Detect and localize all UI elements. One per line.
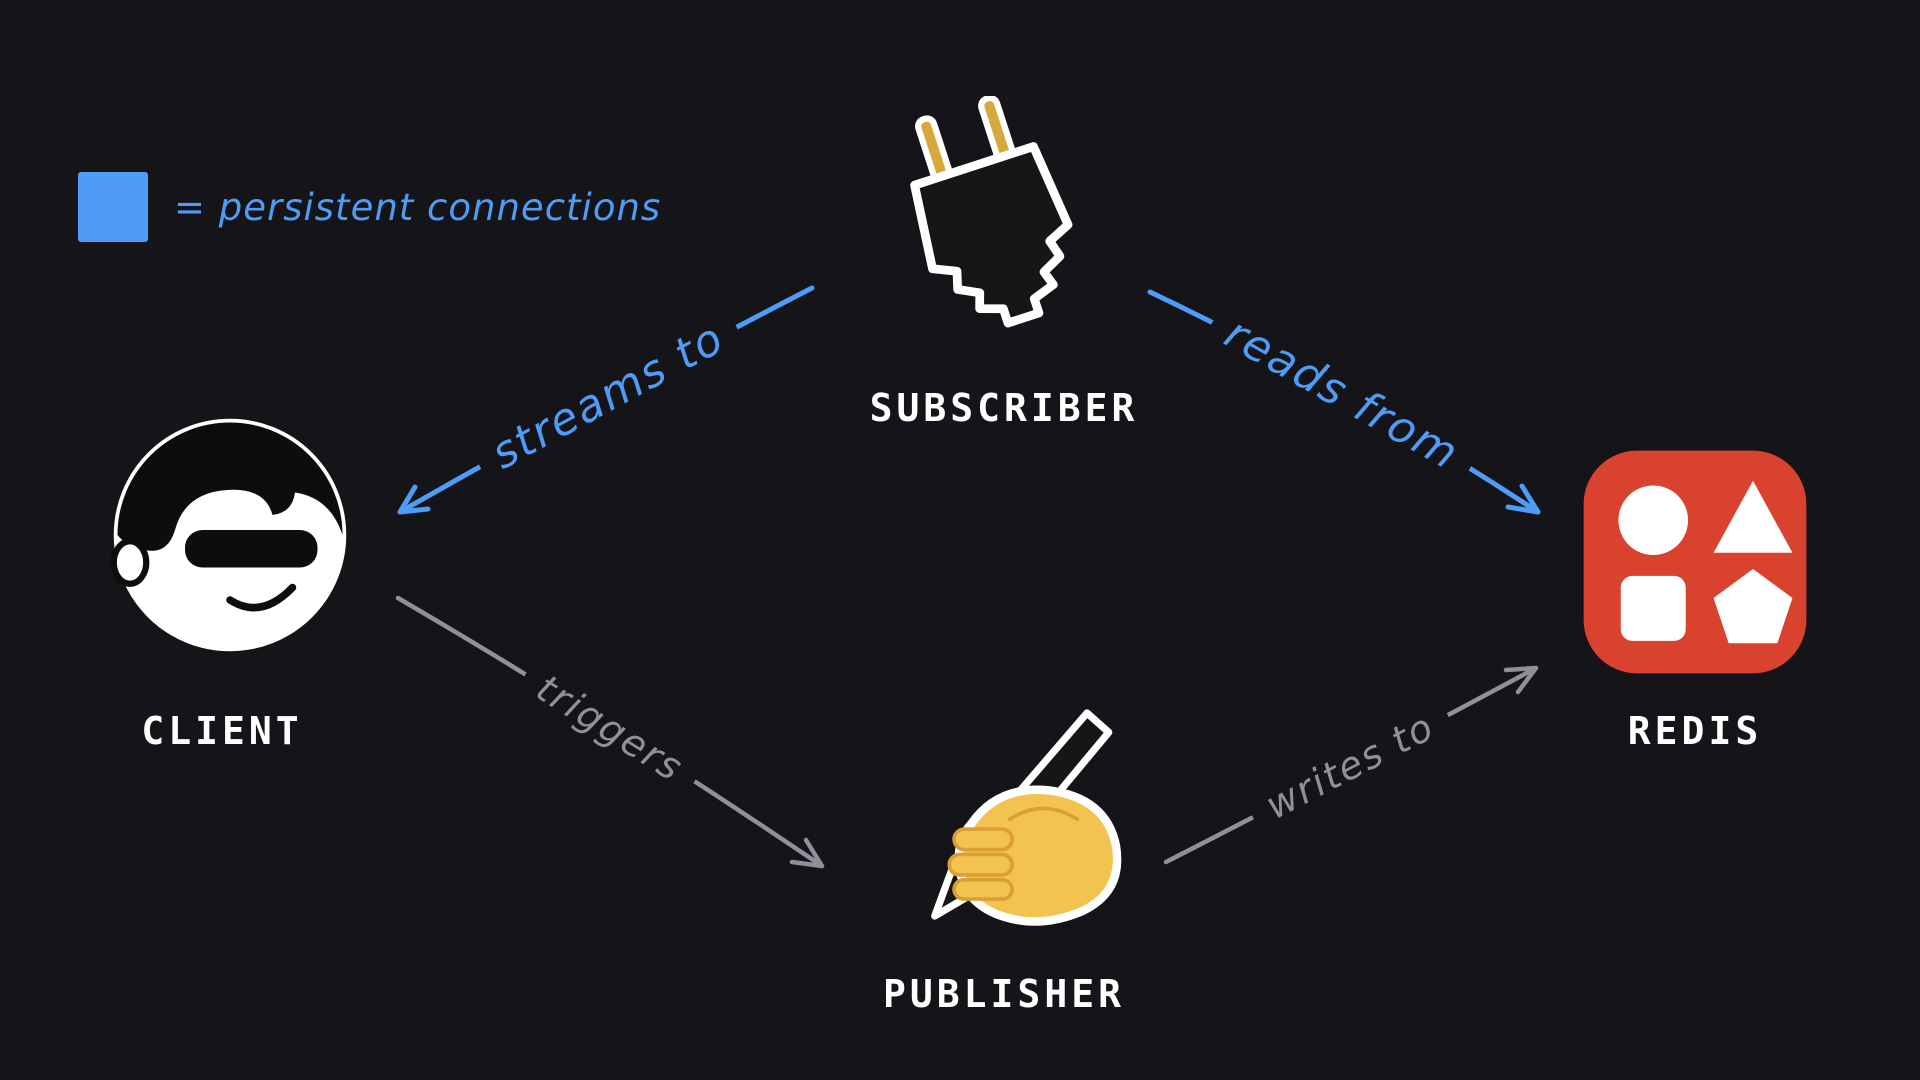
writing-hand-icon [931, 709, 1122, 926]
node-label-client: CLIENT [141, 709, 303, 753]
plug-icon [910, 96, 1073, 328]
person-sunglasses-avatar-icon [110, 418, 347, 652]
node-label-subscriber: SUBSCRIBER [869, 386, 1139, 430]
redis-app-icon [1583, 450, 1807, 674]
persistent-connection-swatch-icon [78, 172, 148, 242]
legend-label: = persistent connections [174, 185, 662, 229]
node-label-publisher: PUBLISHER [883, 972, 1125, 1016]
node-label-redis: REDIS [1627, 709, 1763, 753]
legend: = persistent connections [78, 172, 661, 242]
